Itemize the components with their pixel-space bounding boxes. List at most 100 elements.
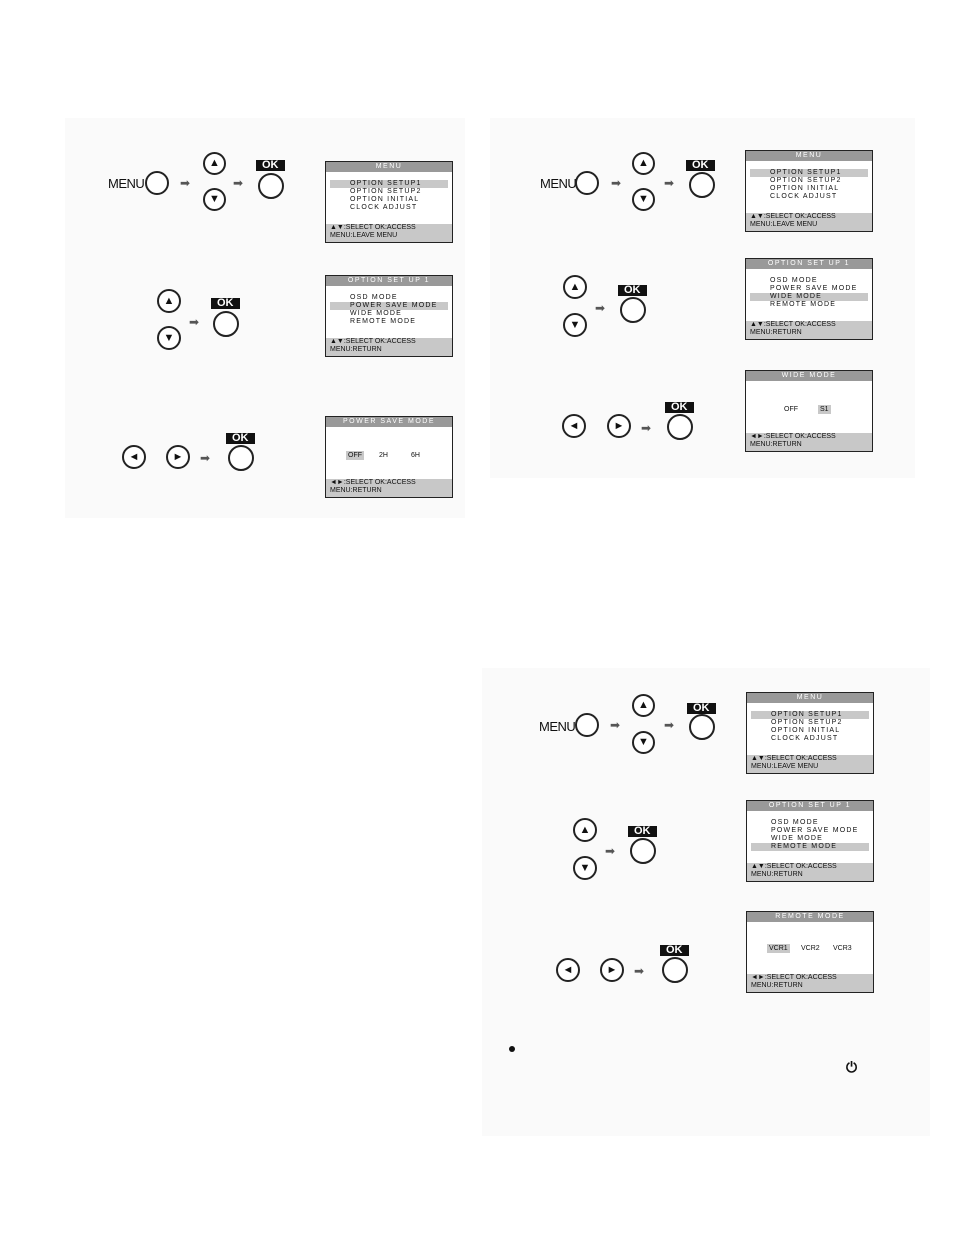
arrow-icon: ➡	[610, 718, 621, 732]
menu-item: POWER SAVE MODE	[770, 285, 858, 292]
right-arrow-icon: ►	[606, 963, 618, 976]
footer-line: ▲▼:SELECT OK:ACCESS	[751, 863, 837, 870]
footer-line: ▲▼:SELECT OK:ACCESS	[750, 213, 836, 220]
up-arrow-icon: ▲	[569, 280, 581, 293]
power-icon: ⏻	[846, 1059, 858, 1075]
footer-line: ▲▼:SELECT OK:ACCESS	[330, 224, 416, 231]
screen-title: MENU	[326, 162, 452, 172]
up-button[interactable]: ▲	[157, 289, 181, 313]
screen-footer: ▲▼:SELECT OK:ACCESS MENU:LEAVE MENU	[326, 224, 452, 242]
menu-item: OPTION INITIAL	[771, 727, 841, 734]
screen-title: OPTION SET UP 1	[747, 801, 873, 811]
up-button[interactable]: ▲	[632, 152, 655, 175]
down-button[interactable]: ▼	[632, 188, 655, 211]
menu-item: POWER SAVE MODE	[771, 827, 859, 834]
footer-line: MENU:LEAVE MENU	[751, 763, 819, 770]
screen-title: REMOTE MODE	[747, 912, 873, 922]
left-button[interactable]: ◄	[562, 414, 586, 438]
screen-title: WIDE MODE	[746, 371, 872, 381]
ok-button[interactable]	[213, 311, 239, 337]
arrow-icon: ➡	[595, 301, 606, 315]
ok-label: OK	[618, 285, 647, 296]
screen-title: MENU	[746, 151, 872, 161]
option-2h: 2H	[379, 452, 388, 459]
menu-label: MENU	[539, 719, 576, 734]
menu-item: OSD MODE	[350, 294, 398, 301]
menu-item: CLOCK ADJUST	[350, 204, 418, 211]
right-button[interactable]: ►	[166, 445, 190, 469]
menu-item: OSD MODE	[771, 819, 819, 826]
arrow-icon: ➡	[605, 844, 616, 858]
remote-mode-screen: REMOTE MODE VCR1 VCR2 VCR3 ◄►:SELECT OK:…	[746, 911, 874, 993]
left-button[interactable]: ◄	[556, 958, 580, 982]
wide-mode-screen: WIDE MODE OFF S1 ◄►:SELECT OK:ACCESS MEN…	[745, 370, 873, 452]
left-arrow-icon: ◄	[128, 450, 140, 463]
menu-item: OPTION SETUP2	[770, 177, 842, 184]
ok-button[interactable]	[630, 838, 656, 864]
footer-line: MENU:RETURN	[330, 346, 382, 353]
ok-button[interactable]	[258, 173, 284, 199]
up-button[interactable]: ▲	[563, 275, 587, 299]
ok-label: OK	[226, 433, 255, 444]
menu-item: OPTION SETUP1	[750, 169, 868, 177]
option-off: OFF	[784, 406, 798, 413]
down-arrow-icon: ▼	[638, 193, 649, 205]
arrow-icon: ➡	[189, 315, 200, 329]
menu-button[interactable]	[145, 171, 169, 195]
up-button[interactable]: ▲	[203, 152, 226, 175]
menu-item: OPTION INITIAL	[350, 196, 420, 203]
ok-button[interactable]	[689, 172, 715, 198]
screen-footer: ◄►:SELECT OK:ACCESS MENU:RETURN	[746, 433, 872, 451]
ok-label: OK	[686, 160, 715, 171]
screen-title: POWER SAVE MODE	[326, 417, 452, 427]
option-vcr2: VCR2	[801, 945, 820, 952]
menu-item: REMOTE MODE	[751, 843, 869, 851]
menu-item: POWER SAVE MODE	[330, 302, 448, 310]
menu-item: WIDE MODE	[750, 293, 868, 301]
right-button[interactable]: ►	[607, 414, 631, 438]
menu-button[interactable]	[575, 171, 599, 195]
menu-button[interactable]	[575, 713, 599, 737]
down-arrow-icon: ▼	[163, 331, 175, 344]
menu-item: WIDE MODE	[771, 835, 824, 842]
up-button[interactable]: ▲	[573, 818, 597, 842]
left-button[interactable]: ◄	[122, 445, 146, 469]
ok-label: OK	[256, 160, 285, 171]
ok-button[interactable]	[689, 714, 715, 740]
menu-item: WIDE MODE	[350, 310, 403, 317]
menu-screen: MENU OPTION SETUP1 OPTION SETUP2 OPTION …	[746, 692, 874, 774]
arrow-icon: ➡	[664, 176, 675, 190]
down-button[interactable]: ▼	[157, 326, 181, 350]
menu-item: OPTION INITIAL	[770, 185, 840, 192]
down-button[interactable]: ▼	[203, 188, 226, 211]
setup1-screen: OPTION SET UP 1 OSD MODE POWER SAVE MODE…	[325, 275, 453, 357]
ok-label: OK	[665, 402, 694, 413]
screen-footer: ▲▼:SELECT OK:ACCESS MENU:RETURN	[746, 321, 872, 339]
down-button[interactable]: ▼	[632, 731, 655, 754]
option-off: OFF	[346, 451, 364, 460]
up-arrow-icon: ▲	[209, 157, 220, 169]
ok-label: OK	[211, 298, 240, 309]
footer-line: MENU:RETURN	[750, 441, 802, 448]
up-button[interactable]: ▲	[632, 694, 655, 717]
footer-line: ◄►:SELECT OK:ACCESS	[330, 479, 416, 486]
footer-line: MENU:LEAVE MENU	[330, 232, 398, 239]
screen-footer: ◄►:SELECT OK:ACCESS MENU:RETURN	[747, 974, 873, 992]
menu-item: OPTION SETUP1	[330, 180, 448, 188]
menu-item: CLOCK ADJUST	[771, 735, 839, 742]
menu-item: OPTION SETUP2	[771, 719, 843, 726]
left-arrow-icon: ◄	[568, 419, 580, 432]
arrow-icon: ➡	[233, 176, 244, 190]
down-button[interactable]: ▼	[563, 313, 587, 337]
footer-line: ▲▼:SELECT OK:ACCESS	[751, 755, 837, 762]
option-vcr3: VCR3	[833, 945, 852, 952]
down-button[interactable]: ▼	[573, 856, 597, 880]
footer-line: ◄►:SELECT OK:ACCESS	[750, 433, 836, 440]
ok-button[interactable]	[662, 957, 688, 983]
right-button[interactable]: ►	[600, 958, 624, 982]
ok-button[interactable]	[620, 297, 646, 323]
ok-button[interactable]	[228, 445, 254, 471]
arrow-icon: ➡	[611, 176, 622, 190]
screen-footer: ▲▼:SELECT OK:ACCESS MENU:RETURN	[747, 863, 873, 881]
ok-button[interactable]	[667, 414, 693, 440]
